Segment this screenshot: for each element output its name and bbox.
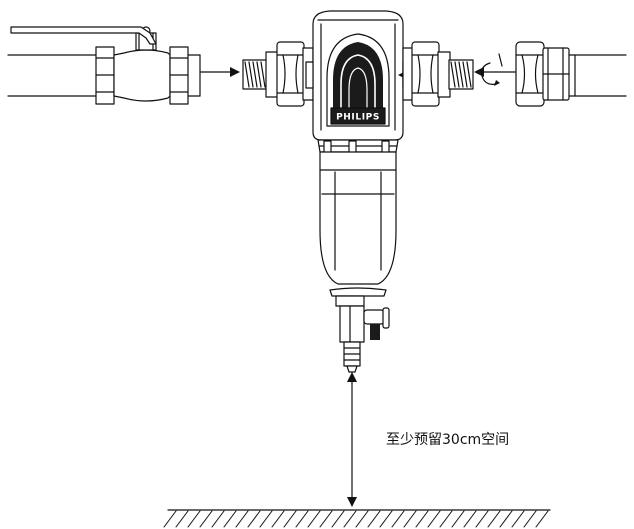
right-union-fitting — [515, 41, 570, 107]
floor-hatch-line — [487, 510, 501, 528]
floor-hatch-line — [415, 510, 429, 528]
drain-valve — [335, 295, 390, 373]
floor-hatch-line — [307, 510, 321, 528]
ball-valve — [10, 26, 189, 105]
rotation-arrow-icon — [474, 53, 516, 86]
floor-hatch-line — [511, 510, 525, 528]
floor-hatch-line — [199, 510, 213, 528]
floor-hatch-line — [211, 510, 225, 528]
floor-hatch-line — [259, 510, 273, 528]
threaded-nipple-inlet — [242, 51, 279, 98]
floor-hatch-line — [439, 510, 453, 528]
floor-hatch-line — [403, 510, 417, 528]
flow-arrow-left — [200, 67, 240, 77]
floor-hatch-line — [463, 510, 477, 528]
floor-hatch-line — [319, 510, 333, 528]
floor-hatch-line — [475, 510, 489, 528]
floor-hatch-line — [499, 510, 513, 528]
brand-label: PHILIPS — [336, 113, 380, 123]
floor-hatch-line — [427, 510, 441, 528]
filter-head: PHILIPS — [305, 10, 411, 158]
floor-ground — [163, 509, 551, 528]
right-outlet-pipe — [568, 54, 627, 97]
floor-hatch-line — [331, 510, 345, 528]
floor-hatch-line — [187, 510, 201, 528]
floor-hatch-line — [271, 510, 285, 528]
clearance-note: 至少预留30cm空间 — [386, 432, 510, 448]
floor-hatch-line — [379, 510, 393, 528]
floor-hatch-line — [295, 510, 309, 528]
floor-hatch-line — [451, 510, 465, 528]
floor-hatch-line — [223, 510, 237, 528]
floor-hatch-line — [523, 510, 537, 528]
floor-hatch-line — [343, 510, 357, 528]
floor-hatch-line — [235, 510, 249, 528]
floor-hatch-line — [283, 510, 297, 528]
floor-hatch-line — [175, 510, 189, 528]
union-nut-outlet — [402, 41, 451, 107]
clearance-dimension-arrow — [347, 372, 357, 507]
threaded-nipple-outlet — [448, 59, 474, 90]
floor-hatch-line — [535, 510, 549, 528]
floor-hatch-line — [367, 510, 381, 528]
floor-hatch-line — [247, 510, 261, 528]
floor-hatch-line — [391, 510, 405, 528]
filter-bowl — [319, 151, 397, 297]
floor-hatch-line — [355, 510, 369, 528]
floor-hatch-line — [163, 510, 177, 528]
